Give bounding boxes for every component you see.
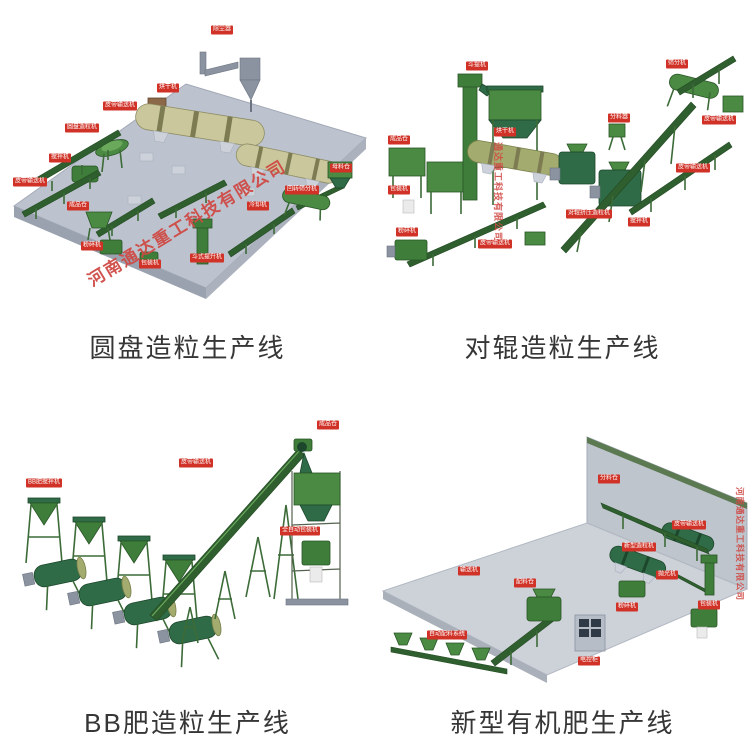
feed-funnels — [25, 497, 198, 621]
machine-label: 母料仓 — [329, 163, 353, 173]
small-bin — [722, 95, 744, 113]
machine-label: 斗式提升机 — [189, 253, 225, 263]
storage-bins — [388, 147, 466, 214]
machine-label: 皮带输送机 — [12, 177, 48, 187]
machine-label: 筛分机 — [665, 59, 689, 69]
wall-conveyor — [600, 502, 710, 561]
watermark-text: 通达重工科技有限公司 — [493, 142, 504, 242]
machine-label: 成品仓 — [387, 135, 411, 145]
machine-label: 皮带输送机 — [701, 115, 737, 125]
machine-label: 圆盘造粒机 — [64, 123, 100, 133]
product-caption-bb: BB肥造粒生产线 — [84, 708, 291, 738]
feeder-box — [524, 231, 546, 246]
belt-conveyors — [21, 129, 345, 258]
machine-label: 皮带输送机 — [675, 163, 711, 173]
machine-label: BB肥搅拌机 — [25, 478, 63, 488]
product-caption-organic: 新型有机肥生产线 — [450, 708, 675, 738]
machine-label: 包装机 — [387, 185, 411, 195]
product-caption-roller: 对辊造粒生产线 — [464, 333, 661, 363]
machine-label: 成品仓 — [66, 201, 90, 211]
bucket-elevator — [457, 73, 494, 201]
disc-line-drawing: 河南通达重工科技有限公司 — [12, 51, 367, 299]
packing-tower — [285, 471, 349, 606]
organic-line-drawing: 河南通达重工科技有限公司 — [381, 436, 749, 683]
packing-station — [690, 554, 718, 639]
machine-label: 皮带输送机 — [102, 101, 138, 111]
machine-label: 输送机 — [457, 566, 481, 576]
crusher — [386, 239, 428, 261]
machine-label: 皮带输送机 — [671, 520, 707, 530]
machine-label: 除尘器 — [210, 25, 234, 35]
machine-label: 新型造粒机 — [621, 542, 657, 552]
machine-label: 烘干机 — [156, 83, 180, 93]
rotary-dryer — [135, 103, 265, 154]
machine-label: 抛光机 — [655, 570, 679, 580]
machine-label: 烘干机 — [493, 127, 517, 137]
machine-label: 冷却机 — [246, 201, 270, 211]
machine-label: 全自动包装机 — [279, 526, 321, 536]
inclined-belt-conveyor — [149, 438, 313, 644]
machine-label: 回转筛分机 — [284, 185, 320, 195]
watermark-text: 河南通达重工科技有限公司 — [735, 487, 745, 601]
machine-label: 成品仓 — [316, 420, 340, 430]
machine-label: 分料仓 — [597, 474, 621, 484]
bucket-elevator — [192, 218, 213, 265]
product-card-roller-line[interactable]: 通达重工科技有限公司 成品仓 斗提机 包装机 粉碎机 皮带输送机 对辊挤压造粒机… — [375, 0, 750, 375]
product-card-bb-line[interactable]: BB肥搅拌机 皮带输送机 成品仓 全自动包装机 BB肥造粒生产线 — [0, 375, 375, 750]
machine-label: 包装机 — [138, 259, 162, 269]
machine-label: 粉碎机 — [615, 602, 639, 612]
roller-line-illustration: 通达重工科技有限公司 成品仓 斗提机 包装机 粉碎机 皮带输送机 对辊挤压造粒机… — [375, 0, 750, 318]
roller-line-drawing: 通达重工科技有限公司 — [386, 55, 744, 268]
distributor — [608, 123, 626, 151]
machine-label: 皮带输送机 — [477, 239, 513, 249]
machine-label: 搅拌机 — [627, 217, 651, 227]
machine-label: 配料仓 — [513, 578, 537, 588]
cyclone-dust-collector — [199, 51, 261, 112]
organic-line-illustration: 河南通达重工科技有限公司 — [375, 375, 750, 693]
concrete-piers — [127, 152, 256, 205]
batching-system — [390, 632, 508, 675]
machine-label: 分料器 — [607, 113, 631, 123]
crusher — [618, 580, 646, 598]
product-card-disc-line[interactable]: 河南通达重工科技有限公司 除尘器 烘干机 皮带输送机 圆盘造粒机 搅拌机 皮带输… — [0, 0, 375, 375]
machine-label: 粉碎机 — [80, 241, 104, 251]
finished-product-bin — [85, 211, 113, 241]
rotary-dryer — [467, 140, 563, 184]
control-cabinet — [574, 614, 606, 652]
machine-label: 粉碎机 — [395, 227, 419, 237]
machine-label: 搅拌机 — [48, 153, 72, 163]
machine-label: 电控柜 — [577, 656, 601, 666]
mixer — [526, 588, 562, 622]
bb-line-drawing — [22, 438, 349, 668]
product-caption-disc: 圆盘造粒生产线 — [89, 333, 286, 363]
machine-label: 皮带输送机 — [178, 458, 214, 468]
product-card-organic-line[interactable]: 河南通达重工科技有限公司 — [375, 375, 750, 750]
rotary-cooler — [235, 143, 340, 191]
disc-granulator — [95, 139, 129, 173]
disc-line-illustration: 河南通达重工科技有限公司 除尘器 烘干机 皮带输送机 圆盘造粒机 搅拌机 皮带输… — [0, 0, 375, 318]
machine-label: 对辊挤压造粒机 — [565, 209, 613, 219]
machine-label: 斗提机 — [465, 61, 489, 71]
machine-label: 包装机 — [697, 600, 721, 610]
bb-line-illustration: BB肥搅拌机 皮带输送机 成品仓 全自动包装机 — [0, 375, 375, 693]
machine-label: 自动配料系统 — [426, 630, 468, 640]
